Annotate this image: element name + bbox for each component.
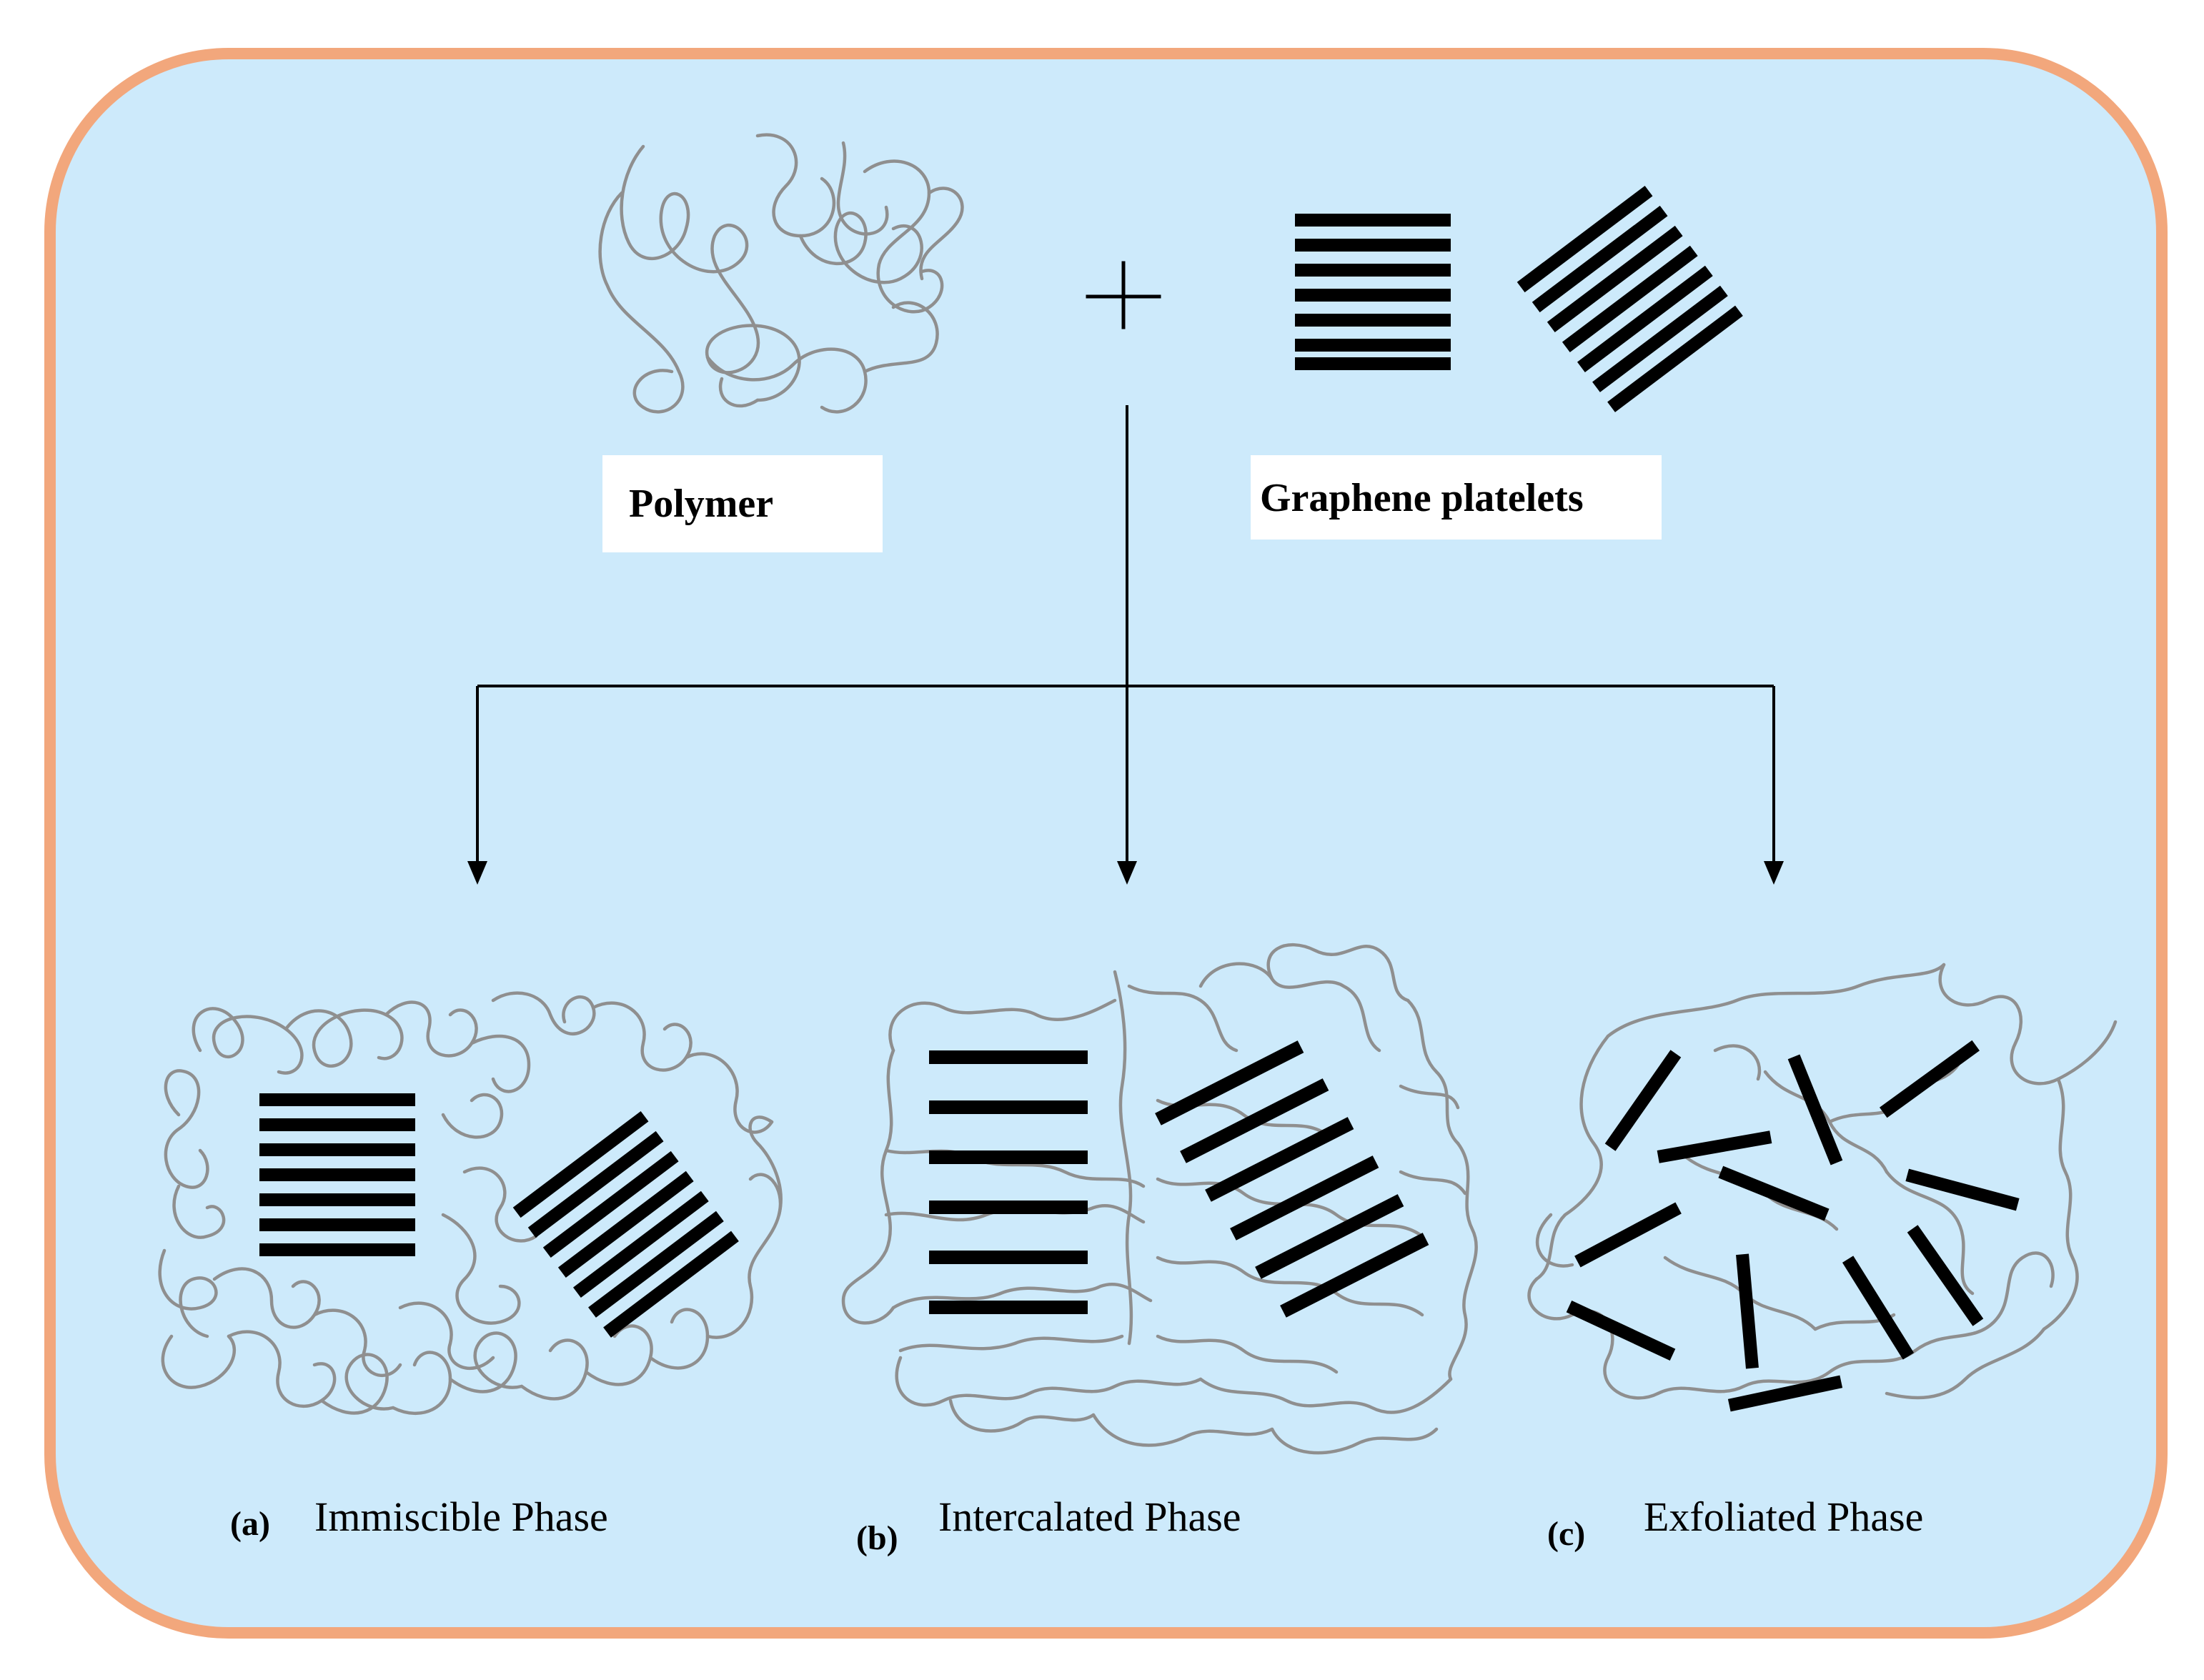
immiscible-polymer-coils bbox=[158, 991, 783, 1416]
graphene-label-box bbox=[1251, 455, 1662, 540]
polymer-coil-top bbox=[598, 133, 964, 414]
graphene-stack-intercalated-left bbox=[929, 1050, 1088, 1314]
graphene-stack-intercalated-right bbox=[1155, 1040, 1429, 1318]
phase-label-b: (b) Intercalated Phase bbox=[856, 1493, 1241, 1557]
phase-name-a: Immiscible Phase bbox=[314, 1493, 608, 1540]
phase-name-c: Exfoliated Phase bbox=[1644, 1493, 1923, 1540]
phase-letter-c: (c) bbox=[1547, 1515, 1585, 1553]
plus-icon bbox=[1086, 261, 1161, 329]
graphene-stack-rotated-top bbox=[1517, 185, 1743, 412]
phase-name-b: Intercalated Phase bbox=[938, 1493, 1241, 1540]
polymer-label: Polymer bbox=[629, 482, 773, 526]
graphene-stack-rotated-immiscible bbox=[512, 1110, 739, 1338]
phase-letter-b: (b) bbox=[856, 1519, 898, 1557]
arrowhead-right-icon bbox=[1764, 861, 1784, 885]
graphene-stack-horizontal-top bbox=[1295, 214, 1451, 370]
polymer-label-box bbox=[602, 455, 883, 552]
phase-letter-a: (a) bbox=[230, 1505, 270, 1543]
flow-arrows bbox=[476, 405, 1775, 865]
graphene-label: Graphene platelets bbox=[1260, 476, 1584, 520]
arrowheads bbox=[467, 861, 1784, 885]
arrowhead-left-icon bbox=[467, 861, 487, 885]
phase-label-a: (a) Immiscible Phase bbox=[230, 1493, 608, 1543]
phase-label-c: (c) Exfoliated Phase bbox=[1547, 1493, 1923, 1553]
graphene-exfoliated-platelets bbox=[1566, 1040, 2020, 1412]
graphene-stack-horizontal-immiscible bbox=[259, 1093, 415, 1256]
arrowhead-middle-icon bbox=[1117, 861, 1137, 885]
diagram-panel bbox=[44, 48, 2168, 1639]
